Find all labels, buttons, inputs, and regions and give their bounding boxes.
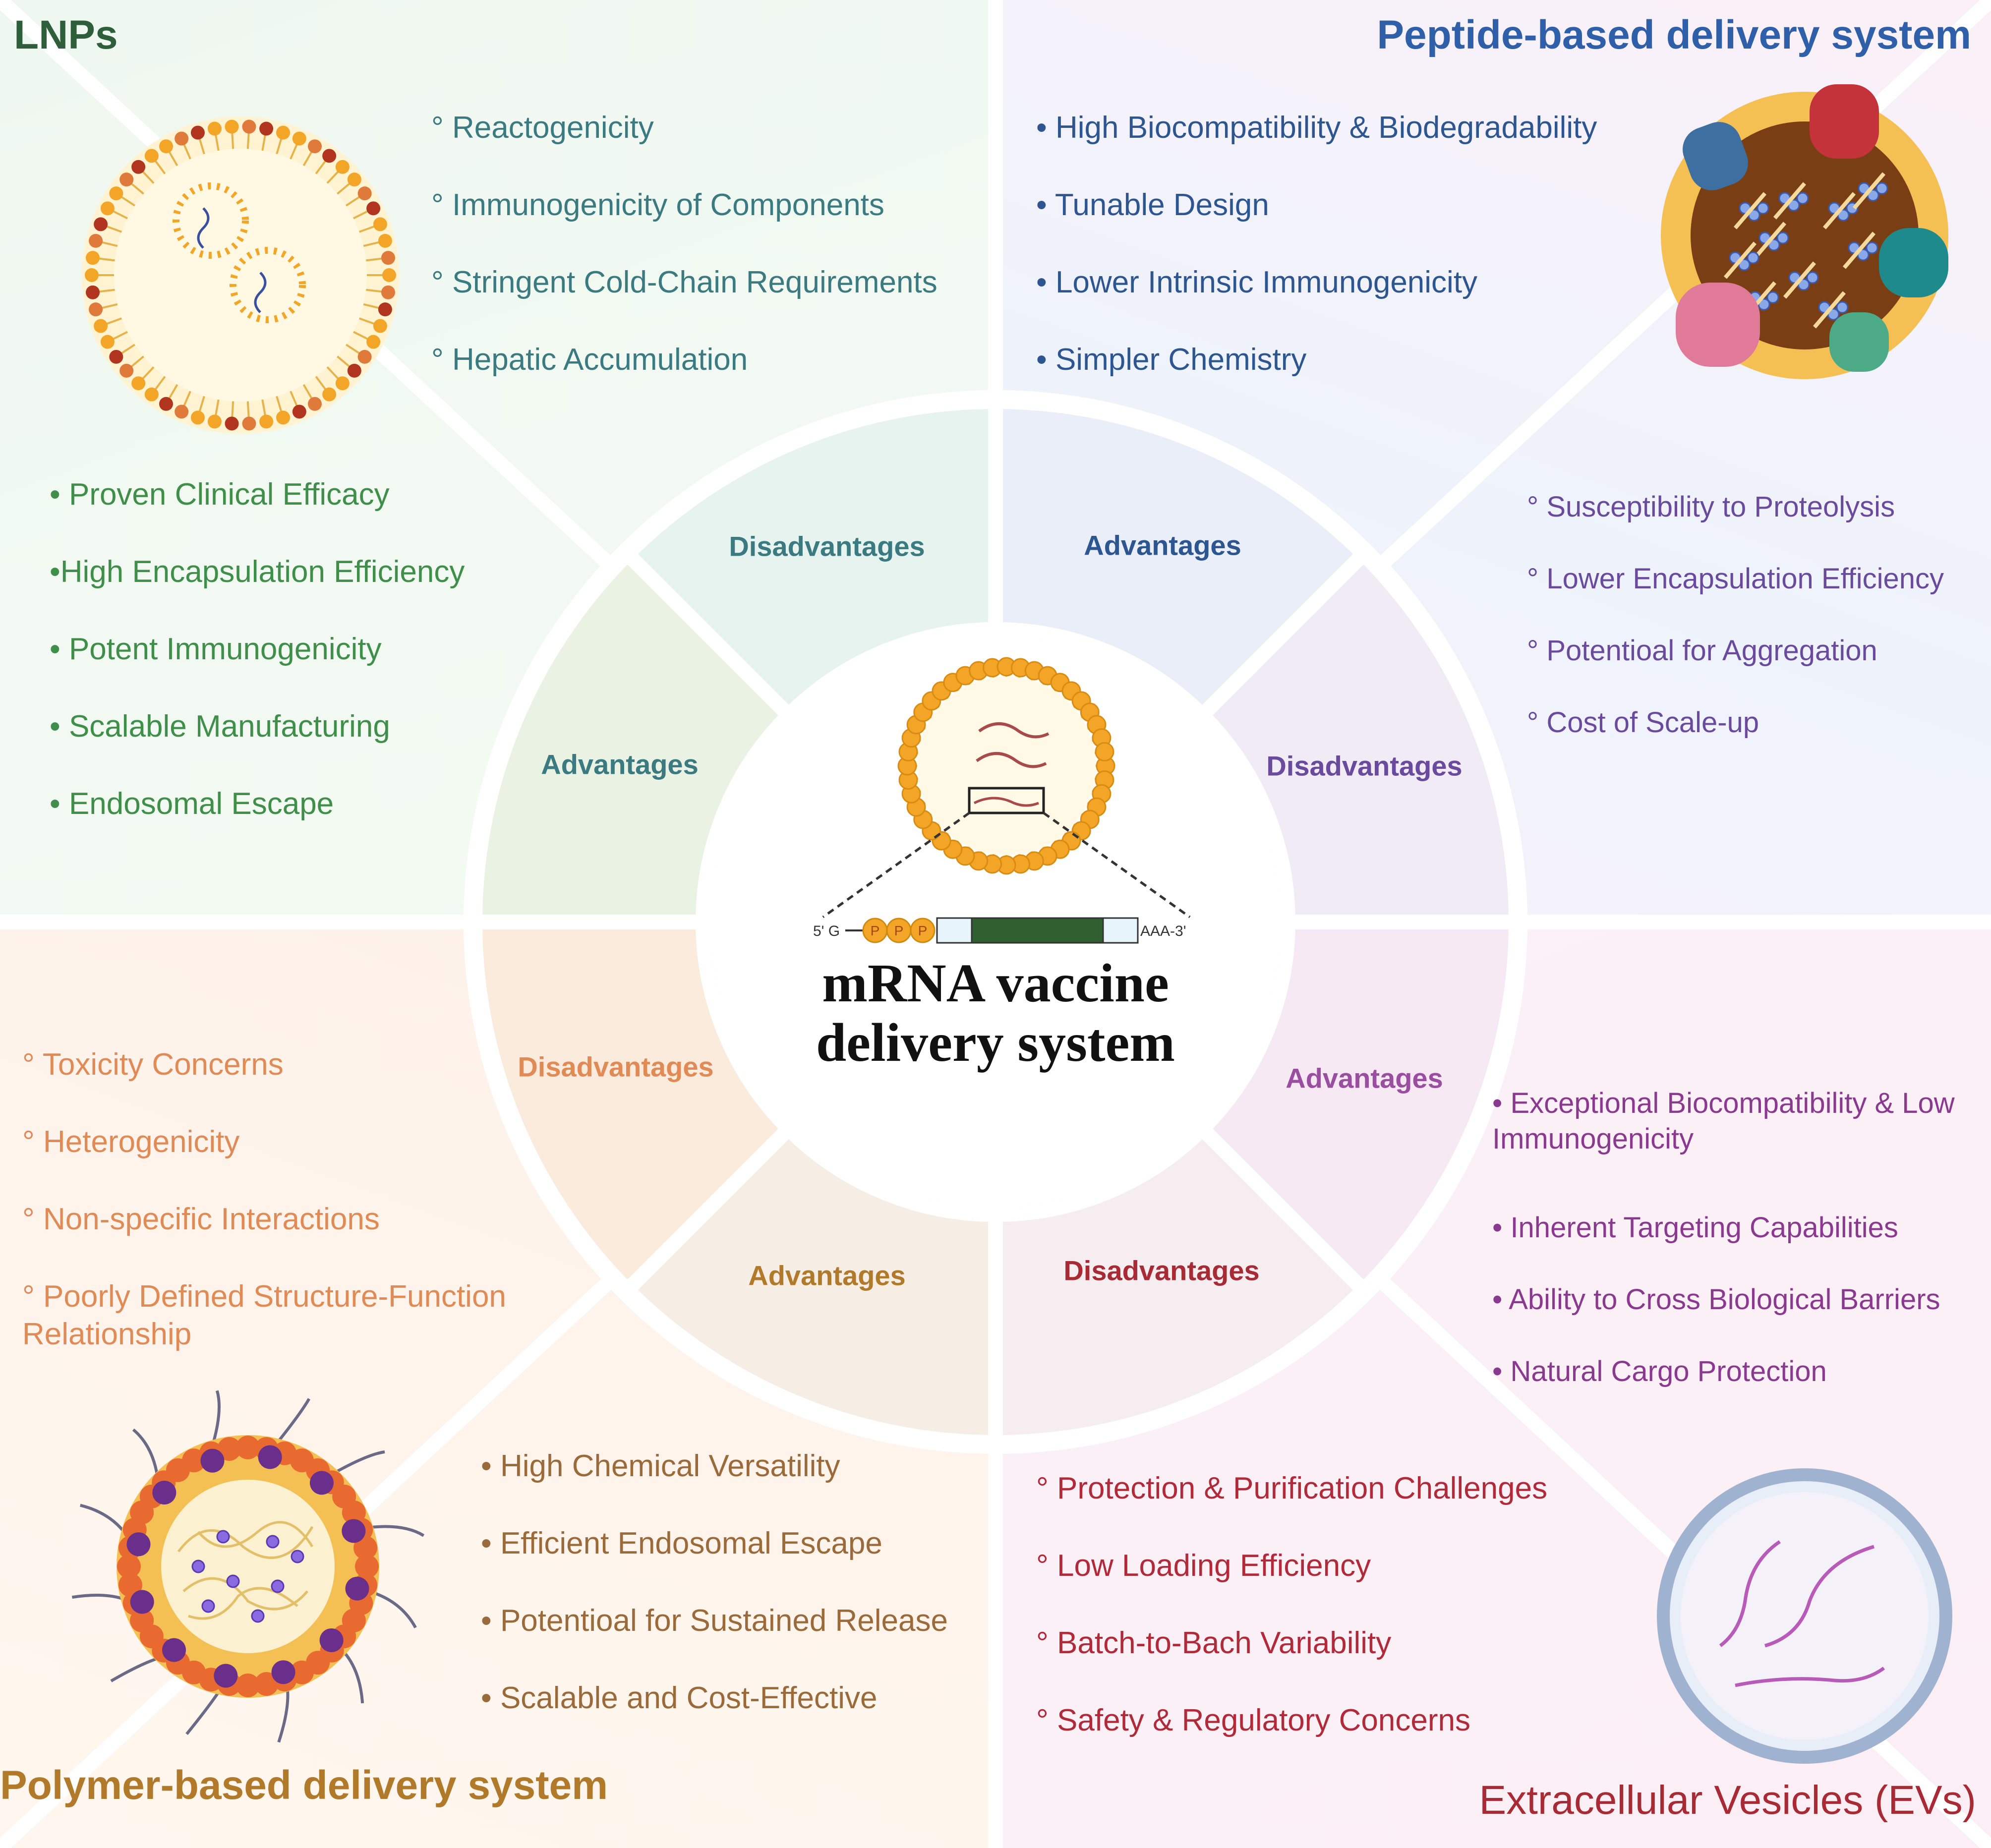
polymer-disadvantages-list: ° Toxicity Concerns ° Heterogenicity ° N…	[22, 1026, 563, 1353]
list-item: ° Heterogenicity	[22, 1125, 240, 1159]
evs-wedge-advantages: Advantages	[1286, 1062, 1443, 1094]
list-item: • Efficient Endosomal Escape	[481, 1526, 882, 1560]
list-item: • Lower Intrinsic Immunogenicity	[1036, 265, 1478, 299]
list-item: ° Stringent Cold-Chain Requirements	[431, 265, 937, 299]
polymer-nanoparticle-icon	[71, 1390, 425, 1743]
lnps-wedge-disadvantages: Disadvantages	[729, 530, 925, 562]
cap-p2-label: P	[894, 923, 904, 938]
list-item: • Inherent Targeting Capabilities	[1492, 1212, 1898, 1244]
list-item: ° Lower Encapsulation Efficiency	[1527, 563, 1944, 595]
list-item: ° Batch-to-Bach Variability	[1036, 1626, 1392, 1660]
list-item: • Simpler Chemistry	[1036, 343, 1307, 377]
cap-p3-label: P	[918, 923, 928, 938]
list-item: ° Potentioal for Aggregation	[1527, 635, 1877, 667]
center-title-line2: delivery system	[816, 1012, 1175, 1073]
list-item: • Scalable Manufacturing	[50, 709, 390, 744]
lnp-particle-icon	[82, 116, 399, 434]
list-item: • Exceptional Biocompatibility & Low Imm…	[1492, 1087, 1955, 1155]
peptide-disadvantages-list: ° Susceptibility to Proteolysis ° Lower …	[1527, 471, 1988, 758]
list-item: ° Cost of Scale-up	[1527, 706, 1759, 739]
peptide-wedge-disadvantages: Disadvantages	[1266, 750, 1463, 782]
center-lnp-icon	[822, 657, 1191, 919]
mrna-construct: 5' G P P P AAA-3'	[813, 917, 1186, 944]
list-item: • High Biocompatibility & Biodegradabili…	[1036, 111, 1597, 145]
center-title-line1: mRNA vaccine	[822, 953, 1169, 1013]
evs-advantages-list: • Exceptional Biocompatibility & Low Imm…	[1492, 1086, 1988, 1407]
list-item: • Proven Clinical Efficacy	[50, 477, 390, 512]
peptide-wedge-advantages: Advantages	[1084, 529, 1241, 561]
mrna-3prime-label: AAA-3'	[1140, 923, 1186, 939]
list-item: • Endosomal Escape	[50, 787, 334, 821]
list-item: ° Non-specific Interactions	[22, 1202, 380, 1236]
peptide-nanoparticle-icon	[1661, 84, 1948, 379]
list-item: ° Toxicity Concerns	[22, 1047, 284, 1082]
list-item: • Tunable Design	[1036, 188, 1269, 222]
evs-disadvantages-list: ° Protection & Purification Challenges °…	[1036, 1450, 1671, 1759]
polymer-advantages-list: • High Chemical Versatility • Efficient …	[481, 1428, 992, 1737]
list-item: ° Low Loading Efficiency	[1036, 1549, 1371, 1583]
wheel-outer-ring	[464, 390, 1527, 1454]
lnps-disadvantages-list: ° Reactogenicity ° Immunogenicity of Com…	[431, 89, 987, 399]
extracellular-vesicle-icon	[1657, 1468, 1952, 1764]
list-item: • Ability to Cross Biological Barriers	[1492, 1283, 1940, 1316]
lnps-title: LNPs	[14, 12, 118, 58]
polymer-title: Polymer-based delivery system	[0, 1763, 608, 1808]
list-item: • Natural Cargo Protection	[1492, 1355, 1827, 1387]
polymer-wedge-advantages: Advantages	[748, 1260, 906, 1291]
peptide-title: Peptide-based delivery system	[1377, 12, 1971, 58]
lnps-advantages-list: • Proven Clinical Efficacy •High Encapsu…	[50, 456, 585, 843]
wedge-ring	[464, 390, 1527, 1454]
peptide-advantages-list: • High Biocompatibility & Biodegradabili…	[1036, 89, 1661, 399]
list-item: • Potent Immunogenicity	[50, 632, 382, 666]
list-item: •High Encapsulation Efficiency	[50, 555, 465, 589]
mrna-5prime-label: 5' G	[813, 923, 840, 939]
list-item: • High Chemical Versatility	[481, 1449, 840, 1483]
list-item: ° Hepatic Accumulation	[431, 343, 748, 377]
evs-title: Extracellular Vesicles (EVs)	[1479, 1778, 1976, 1823]
list-item: • Scalable and Cost-Effective	[481, 1681, 878, 1715]
lnps-wedge-advantages: Advantages	[541, 749, 699, 780]
list-item: • Potentioal for Sustained Release	[481, 1604, 948, 1638]
list-item: ° Immunogenicity of Components	[431, 188, 884, 222]
list-item: ° Protection & Purification Challenges	[1036, 1471, 1548, 1505]
list-item: ° Reactogenicity	[431, 111, 654, 145]
list-item: ° Poorly Defined Structure-Function Rela…	[22, 1279, 506, 1351]
list-item: ° Safety & Regulatory Concerns	[1036, 1703, 1471, 1737]
list-item: ° Susceptibility to Proteolysis	[1527, 491, 1895, 523]
polymer-wedge-disadvantages: Disadvantages	[518, 1051, 714, 1083]
evs-wedge-disadvantages: Disadvantages	[1063, 1255, 1260, 1286]
cap-p1-label: P	[871, 923, 880, 938]
cap-p3-icon	[910, 918, 936, 943]
